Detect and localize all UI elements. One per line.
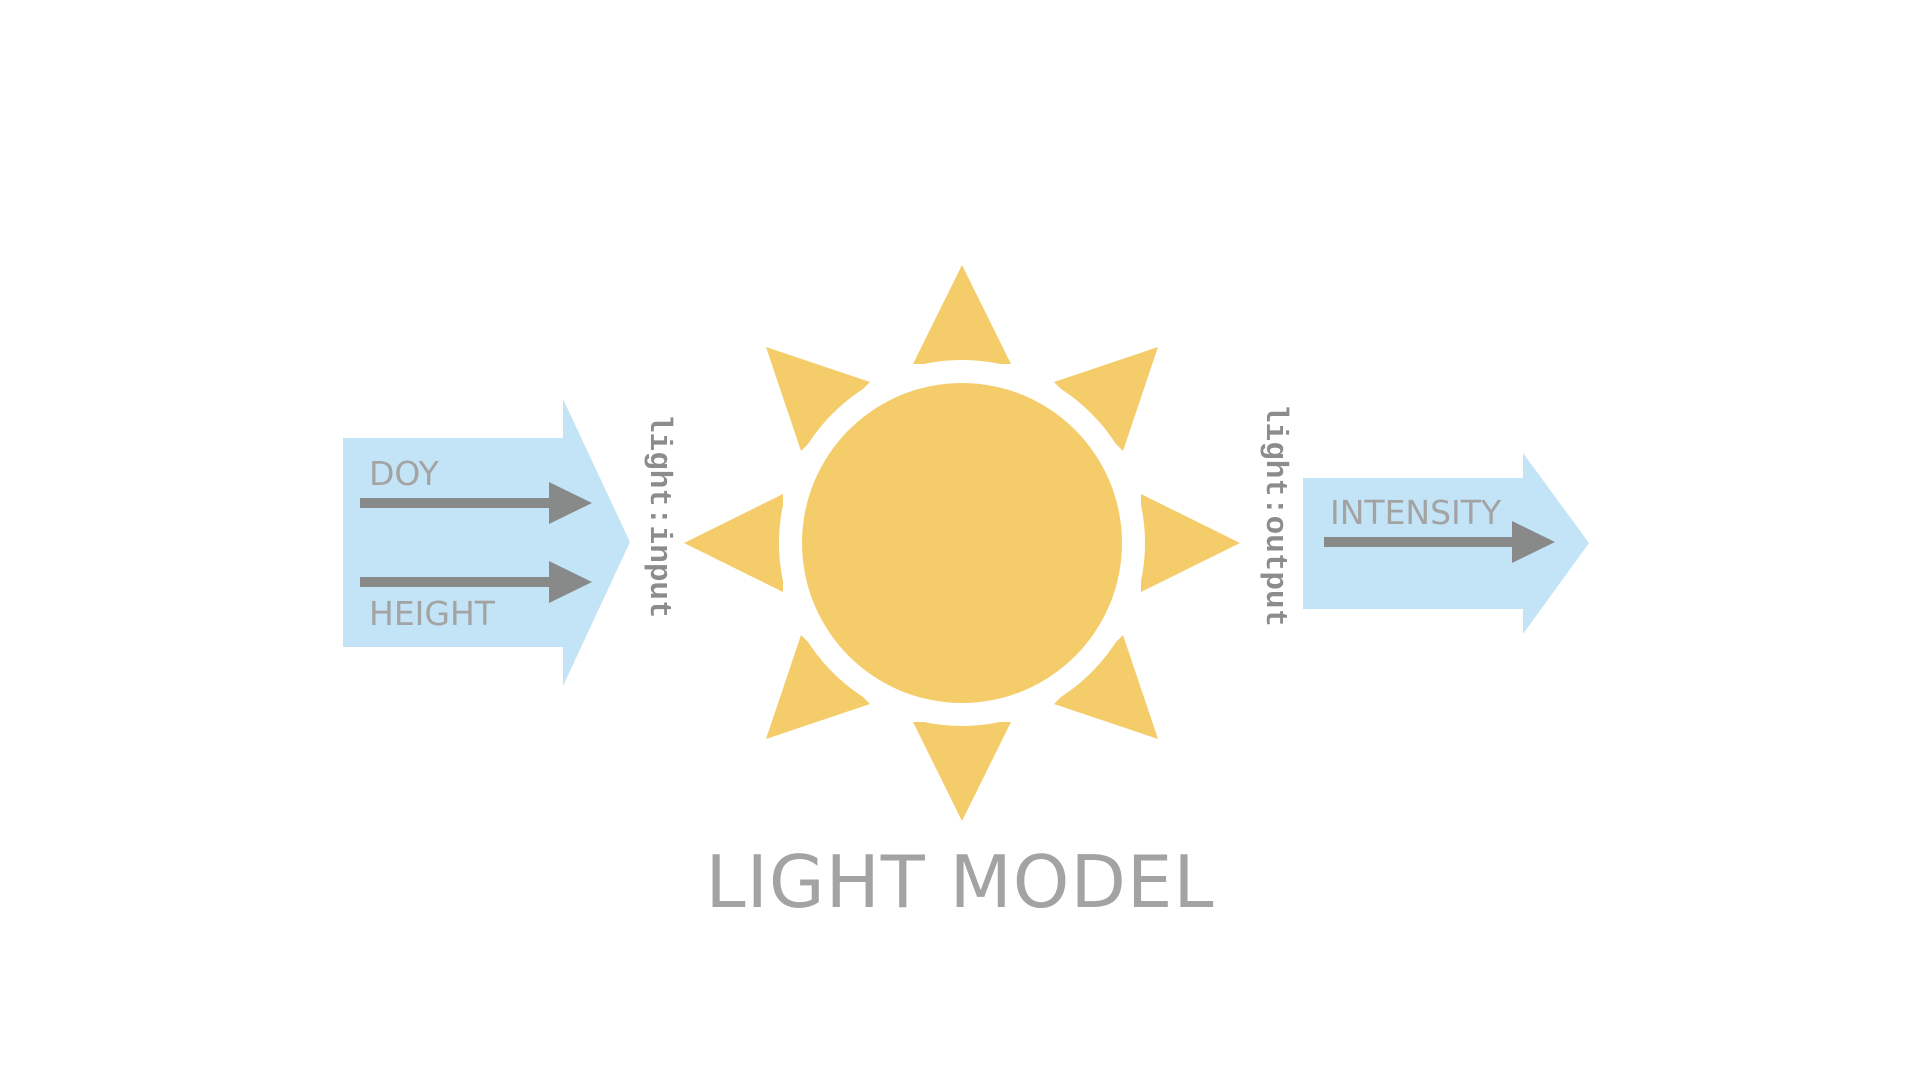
input-label-doy: DOY [369,454,439,493]
input-label-height: HEIGHT [369,594,495,633]
output-label-intensity: INTENSITY [1330,493,1502,532]
intensity-signal-arrow [1324,521,1555,563]
height-signal-arrow [360,561,592,603]
sun-icon [684,265,1240,821]
output-port-label: light:output [1257,404,1292,628]
sun-core [802,383,1122,703]
input-block-arrow [343,399,630,686]
sun-rays [684,265,1240,821]
diagram-title: LIGHT MODEL [705,840,1215,924]
doy-signal-arrow [360,482,592,524]
input-port-label: light:input [641,414,676,619]
